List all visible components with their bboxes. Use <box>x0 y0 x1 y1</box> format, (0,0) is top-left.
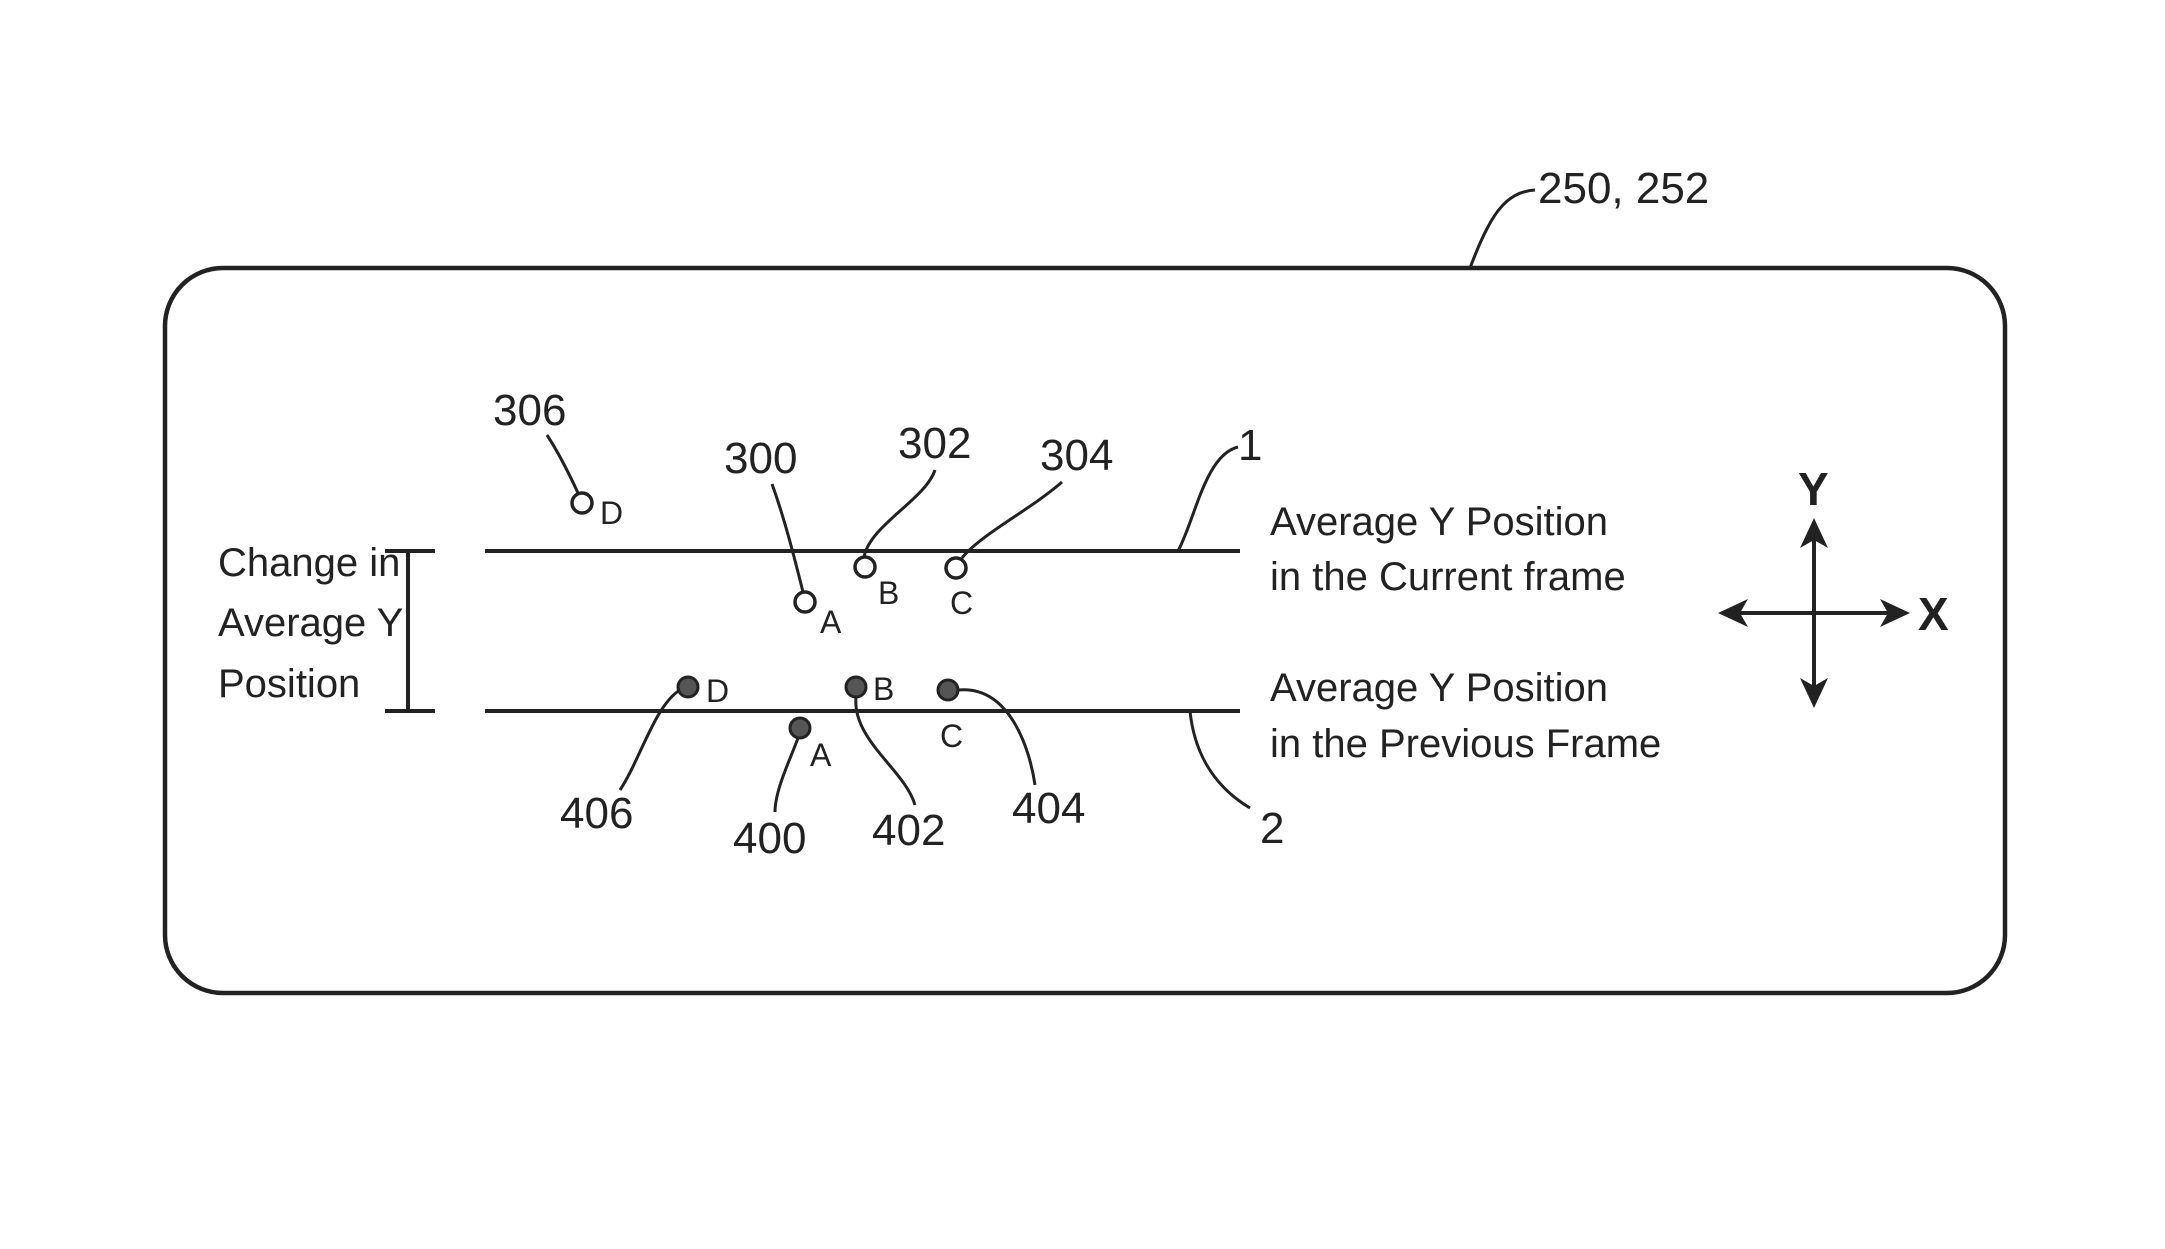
change-label-line-2: Average Y <box>218 601 403 645</box>
current-point-d-letter: D <box>600 495 623 531</box>
current-line-label-1: Average Y Position <box>1270 500 1608 544</box>
frame-ref-label: 250, 252 <box>1538 164 1709 213</box>
previous-point-c-ref: 404 <box>1012 784 1085 833</box>
current-line-label-2: in the Current frame <box>1270 555 1626 599</box>
previous-line-ref: 2 <box>1260 804 1284 853</box>
previous-point-c-leader <box>958 690 1035 785</box>
previous-line-ref-leader <box>1190 711 1250 808</box>
current-point-a-leader <box>772 484 803 592</box>
xy-axes-icon <box>1718 518 1910 708</box>
previous-point-c <box>938 680 958 700</box>
previous-point-d <box>678 677 698 697</box>
frame-ref-leader <box>1470 190 1535 268</box>
previous-point-c-letter: C <box>940 718 963 754</box>
previous-point-b-letter: B <box>873 671 894 707</box>
current-point-a <box>795 592 815 612</box>
previous-point-b-ref: 402 <box>872 806 945 855</box>
current-point-d-ref: 306 <box>493 386 566 435</box>
current-point-a-letter: A <box>820 604 842 640</box>
x-axis-label: X <box>1918 588 1949 640</box>
current-point-b-letter: B <box>878 575 899 611</box>
change-label-line-1: Change in <box>218 541 400 585</box>
previous-point-d-ref: 406 <box>560 789 633 838</box>
previous-point-b <box>846 677 866 697</box>
current-point-b <box>855 557 875 577</box>
previous-point-a <box>790 718 810 738</box>
current-line-ref-leader <box>1178 447 1238 551</box>
previous-point-d-letter: D <box>706 673 729 709</box>
current-point-b-leader <box>864 470 935 557</box>
previous-point-a-letter: A <box>810 737 832 773</box>
current-point-b-ref: 302 <box>898 419 971 468</box>
previous-line-label-1: Average Y Position <box>1270 666 1608 710</box>
y-axis-label: Y <box>1798 463 1829 515</box>
current-point-c-letter: C <box>950 585 973 621</box>
previous-point-d-leader <box>620 690 680 790</box>
previous-line-label-2: in the Previous Frame <box>1270 722 1661 766</box>
current-point-c <box>946 558 966 578</box>
current-point-c-leader <box>962 482 1062 558</box>
previous-point-a-leader <box>775 738 798 812</box>
current-point-a-ref: 300 <box>724 434 797 483</box>
current-point-d-leader <box>547 435 578 493</box>
current-line-ref: 1 <box>1238 421 1262 470</box>
current-point-d <box>572 493 592 513</box>
change-label-line-3: Position <box>218 662 360 706</box>
previous-point-a-ref: 400 <box>733 814 806 863</box>
current-point-c-ref: 304 <box>1040 431 1113 480</box>
display-frame <box>165 268 2005 993</box>
previous-point-b-leader <box>856 697 915 805</box>
